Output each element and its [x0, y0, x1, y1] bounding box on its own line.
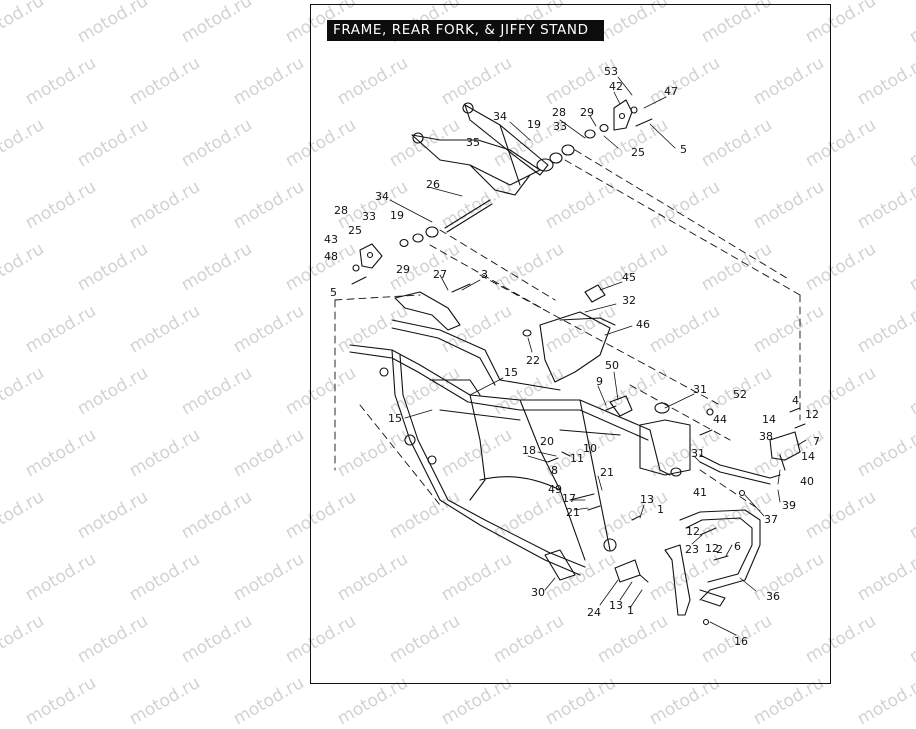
part-number-label: 13 [640, 493, 654, 506]
frame-brackets [394, 284, 714, 477]
part-number-label: 15 [388, 412, 402, 425]
callout-leaders [389, 76, 781, 636]
diagram-frame [310, 4, 831, 684]
part-number-label: 22 [526, 354, 540, 367]
part-number-label: 4 [792, 394, 799, 407]
bearings-right [549, 99, 638, 164]
part-number-label: 27 [433, 268, 447, 281]
bearings-left [352, 226, 439, 272]
part-number-label: 35 [466, 136, 480, 149]
part-number-label: 14 [762, 413, 776, 426]
part-number-label: 21 [600, 466, 614, 479]
part-number-label: 17 [562, 492, 576, 505]
rear-fork-swingarm [411, 102, 554, 196]
part-number-label: 31 [693, 383, 707, 396]
part-number-label: 49 [548, 483, 562, 496]
part-number-label: 45 [622, 271, 636, 284]
part-number-label: 5 [680, 143, 687, 156]
part-number-label: 28 [334, 204, 348, 217]
part-number-label: 11 [570, 452, 584, 465]
part-number-label: 31 [691, 447, 705, 460]
part-number-label: 48 [324, 250, 338, 263]
part-number-label: 5 [330, 286, 337, 299]
part-number-label: 1 [627, 604, 634, 617]
part-number-label: 42 [609, 80, 623, 93]
parts-drawing [334, 76, 807, 636]
part-number-label: 20 [540, 435, 554, 448]
part-number-label: 30 [531, 586, 545, 599]
part-number-label: 44 [713, 413, 727, 426]
part-number-label: 1 [657, 503, 664, 516]
part-number-label: 32 [622, 294, 636, 307]
part-number-label: 36 [766, 590, 780, 603]
part-number-label: 10 [583, 442, 597, 455]
part-number-label: 39 [782, 499, 796, 512]
part-number-label: 38 [759, 430, 773, 443]
part-number-label: 28 [552, 106, 566, 119]
part-number-label: 15 [504, 366, 518, 379]
part-number-label: 53 [604, 65, 618, 78]
part-number-label: 6 [734, 540, 741, 553]
part-number-label: 25 [631, 146, 645, 159]
jiffy-stand-assembly [614, 431, 801, 626]
part-number-label: 26 [426, 178, 440, 191]
part-number-label: 12 [686, 525, 700, 538]
part-number-label: 13 [609, 599, 623, 612]
part-number-label: 33 [362, 210, 376, 223]
diagram-title: FRAME, REAR FORK, & JIFFY STAND [327, 20, 604, 41]
part-number-label: 52 [733, 388, 747, 401]
exploded-parts-diagram: 5347422829341933352552634283319254348295… [324, 65, 820, 648]
part-number-label: 40 [800, 475, 814, 488]
assembly-guide-lines [334, 149, 801, 511]
part-number-label: 7 [813, 435, 820, 448]
motorcycle-frame [349, 319, 691, 581]
part-number-label: 18 [522, 444, 536, 457]
part-number-label: 34 [375, 190, 389, 203]
pivot-shaft [444, 199, 493, 233]
part-number-label: 14 [801, 450, 815, 463]
part-number-label: 16 [734, 635, 748, 648]
part-number-label: 2 [716, 543, 723, 556]
part-number-label: 12 [805, 408, 819, 421]
part-number-label: 37 [764, 513, 778, 526]
part-number-label: 8 [551, 464, 558, 477]
part-number-label: 21 [566, 506, 580, 519]
part-number-label: 23 [685, 543, 699, 556]
part-number-label: 12 [705, 542, 719, 555]
part-number-label: 25 [348, 224, 362, 237]
part-number-label: 29 [396, 263, 410, 276]
part-number-label: 19 [527, 118, 541, 131]
part-number-label: 24 [587, 606, 601, 619]
part-number-label: 3 [481, 268, 488, 281]
part-number-label: 9 [596, 375, 603, 388]
part-number-label: 19 [390, 209, 404, 222]
fasteners [351, 118, 807, 583]
part-number-label: 41 [693, 486, 707, 499]
part-number-label: 43 [324, 233, 338, 246]
part-number-label: 33 [553, 120, 567, 133]
part-number-label: 50 [605, 359, 619, 372]
part-number-label: 46 [636, 318, 650, 331]
part-number-label: 34 [493, 110, 507, 123]
part-number-label: 47 [664, 85, 678, 98]
part-number-label: 29 [580, 106, 594, 119]
